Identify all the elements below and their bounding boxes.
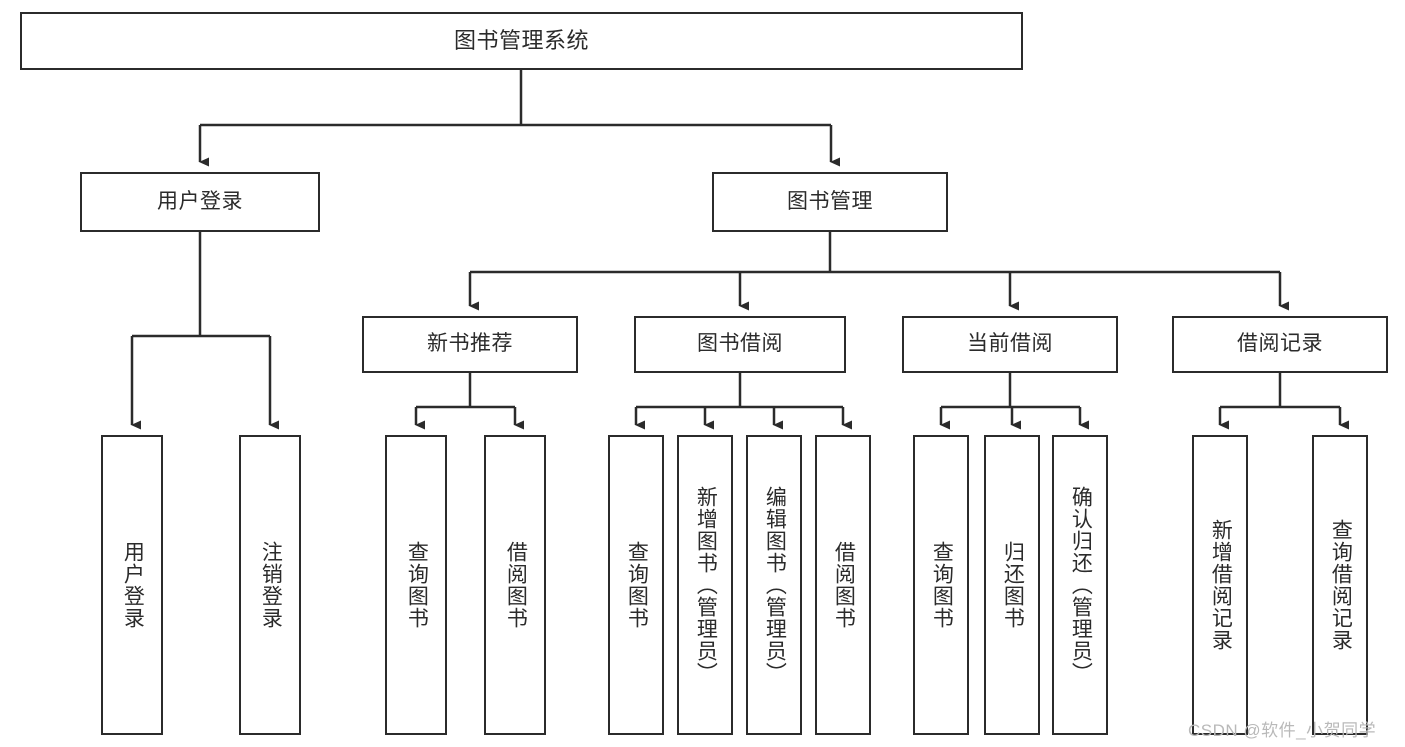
node-leaf-rec-add-label: 新增借阅记录 [1209, 519, 1233, 651]
node-leaf-rec-borrow[interactable]: 借阅图书 [484, 435, 546, 735]
node-leaf-cur-confirm-label: 确认归还（管理员） [1069, 486, 1093, 684]
node-leaf-borrow-do[interactable]: 借阅图书 [815, 435, 871, 735]
node-leaf-rec-query-label: 查询图书 [405, 541, 429, 629]
node-leaf-cur-query-label: 查询图书 [930, 541, 954, 629]
node-leaf-rec-query[interactable]: 查询图书 [385, 435, 447, 735]
node-leaf-user-login[interactable]: 用户登录 [101, 435, 163, 735]
connector-group-new-book-rec [414, 373, 524, 430]
node-leaf-rec-add[interactable]: 新增借阅记录 [1192, 435, 1248, 735]
node-leaf-cur-confirm[interactable]: 确认归还（管理员） [1052, 435, 1108, 735]
connector-group-book-borrow [634, 373, 852, 430]
node-current-borrow-label: 当前借阅 [967, 332, 1053, 356]
node-root-label: 图书管理系统 [453, 28, 589, 54]
node-leaf-cur-return[interactable]: 归还图书 [984, 435, 1040, 735]
node-leaf-borrow-query-label: 查询图书 [625, 541, 649, 629]
node-new-book-rec-label: 新书推荐 [427, 332, 513, 356]
node-borrow-record[interactable]: 借阅记录 [1172, 316, 1388, 373]
node-leaf-borrow-add[interactable]: 新增图书（管理员） [677, 435, 733, 735]
connector-group-user-login [130, 232, 279, 430]
node-book-borrow[interactable]: 图书借阅 [634, 316, 846, 373]
connector-group-book-manage [468, 232, 1289, 311]
node-user-login-label: 用户登录 [157, 189, 243, 213]
node-current-borrow[interactable]: 当前借阅 [902, 316, 1118, 373]
node-user-login[interactable]: 用户登录 [80, 172, 320, 232]
node-leaf-rec-search[interactable]: 查询借阅记录 [1312, 435, 1368, 735]
node-book-manage[interactable]: 图书管理 [712, 172, 948, 232]
node-book-manage-label: 图书管理 [787, 189, 873, 213]
node-leaf-rec-borrow-label: 借阅图书 [504, 541, 528, 629]
node-leaf-user-login-label: 用户登录 [121, 541, 145, 629]
node-root[interactable]: 图书管理系统 [20, 12, 1023, 70]
node-leaf-borrow-do-label: 借阅图书 [832, 541, 856, 629]
node-leaf-borrow-add-label: 新增图书（管理员） [694, 486, 718, 684]
connector-group-root [198, 70, 840, 167]
node-leaf-borrow-edit-label: 编辑图书（管理员） [763, 486, 787, 684]
connector-group-borrow-record [1218, 373, 1349, 430]
node-book-borrow-label: 图书借阅 [697, 332, 783, 356]
node-leaf-borrow-query[interactable]: 查询图书 [608, 435, 664, 735]
node-leaf-logout[interactable]: 注销登录 [239, 435, 301, 735]
connector-group-current-borrow [939, 373, 1089, 430]
node-borrow-record-label: 借阅记录 [1237, 332, 1323, 356]
node-leaf-cur-query[interactable]: 查询图书 [913, 435, 969, 735]
node-new-book-rec[interactable]: 新书推荐 [362, 316, 578, 373]
node-leaf-cur-return-label: 归还图书 [1001, 541, 1025, 629]
node-leaf-logout-label: 注销登录 [259, 541, 283, 629]
node-leaf-rec-search-label: 查询借阅记录 [1329, 519, 1353, 651]
node-leaf-borrow-edit[interactable]: 编辑图书（管理员） [746, 435, 802, 735]
